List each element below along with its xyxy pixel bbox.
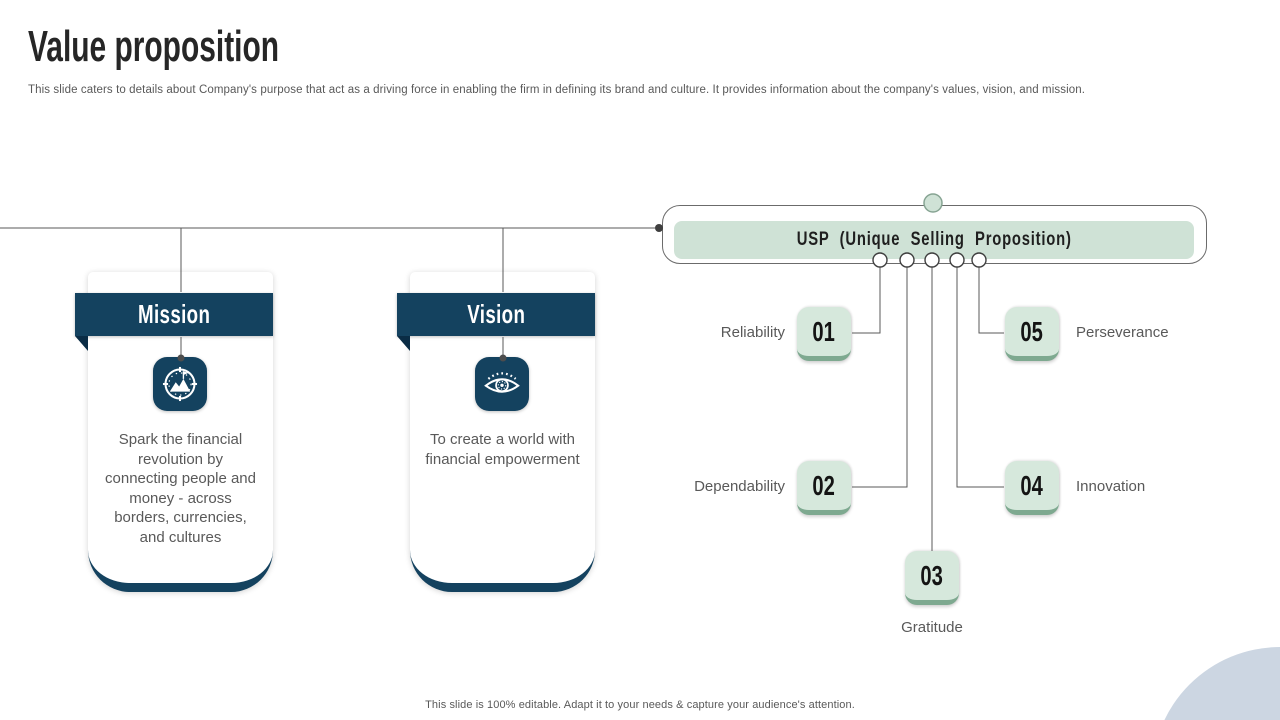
- usp-item-01-badge: 01: [797, 307, 851, 361]
- page-title: Value proposition: [28, 22, 280, 71]
- usp-item-01-number: 01: [812, 315, 836, 347]
- mission-ribbon-fold: [75, 336, 88, 351]
- footer-note: This slide is 100% editable. Adapt it to…: [425, 699, 855, 711]
- mission-text: Spark the financial revolution by connec…: [105, 431, 256, 546]
- vision-card: Vision To create a world with financial …: [397, 272, 595, 592]
- usp-item-03-label: Gratitude: [901, 619, 963, 636]
- usp-item-02-label: Dependability: [694, 478, 785, 495]
- usp-item-03-number: 03: [920, 559, 944, 591]
- usp-item-04-number: 04: [1020, 469, 1044, 501]
- usp-item-03-badge: 03: [905, 551, 959, 605]
- usp-item-05-badge: 05: [1005, 307, 1059, 361]
- usp-item-02-badge: 02: [797, 461, 851, 515]
- mission-icon-graphic: [162, 366, 198, 402]
- slide-subtitle: This slide caters to details about Compa…: [28, 84, 1086, 96]
- usp-item-02-number: 02: [812, 469, 836, 501]
- mission-card: Mission Spark the financial revolution b…: [75, 272, 273, 592]
- mission-ribbon: Mission: [75, 293, 273, 336]
- mission-title: Mission: [137, 299, 211, 329]
- vision-ribbon-fold: [397, 336, 410, 351]
- usp-item-04-label: Innovation: [1076, 478, 1146, 495]
- usp-header-bar: USP (Unique Selling Proposition): [674, 221, 1194, 259]
- vision-title: Vision: [466, 299, 525, 329]
- usp-item-05-number: 05: [1020, 315, 1044, 347]
- usp-header-label: USP (Unique Selling Proposition): [796, 229, 1072, 250]
- usp-item-04-badge: 04: [1005, 461, 1059, 515]
- vision-ribbon: Vision: [397, 293, 595, 336]
- usp-item-05-label: Perseverance: [1076, 324, 1169, 341]
- vision-icon-graphic: [484, 372, 520, 393]
- vision-text: To create a world with financial empower…: [425, 431, 580, 468]
- compass-mountain-flag-icon: [153, 357, 207, 411]
- usp-item-01-label: Reliability: [720, 324, 785, 341]
- eye-icon: [475, 357, 529, 411]
